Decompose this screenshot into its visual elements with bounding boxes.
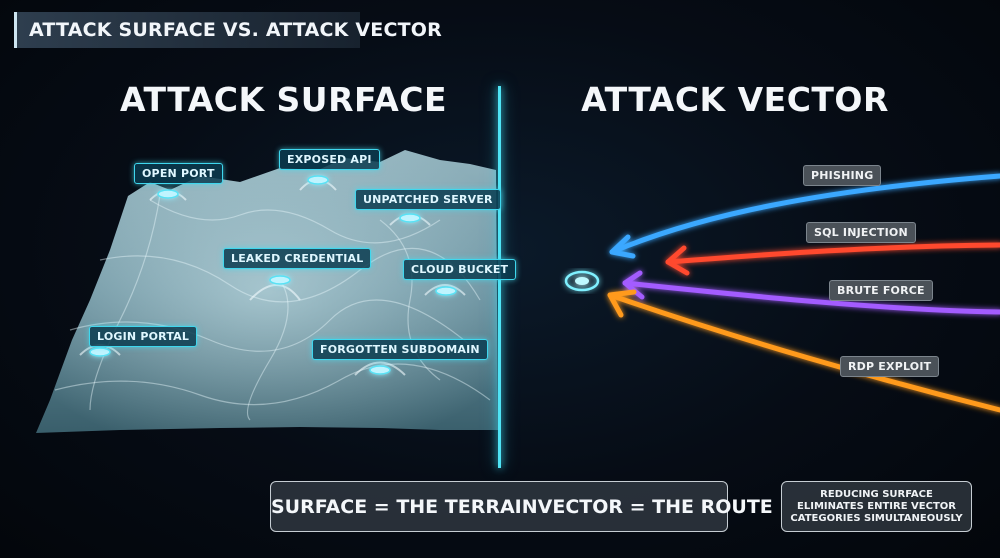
label-unpatched-server: UNPATCHED SERVER — [355, 189, 501, 210]
sql-injection-arrowhead — [665, 245, 690, 276]
summary-box: SURFACE = THE TERRAIN VECTOR = THE ROUTE — [270, 481, 773, 532]
rdp-exploit-arrowhead — [607, 289, 637, 318]
label-leaked-credential: LEAKED CREDENTIAL — [223, 248, 372, 269]
label-phishing: PHISHING — [803, 165, 882, 186]
label-sql-injection: SQL INJECTION — [806, 222, 916, 243]
marker-leaked-credential — [269, 275, 291, 285]
takeaway-note: REDUCING SURFACE ELIMINATES ENTIRE VECTO… — [781, 481, 972, 532]
takeaway-text: REDUCING SURFACE ELIMINATES ENTIRE VECTO… — [790, 488, 963, 524]
page-title: ATTACK SURFACE VS. ATTACK VECTOR — [29, 19, 442, 41]
label-exposed-api: EXPOSED API — [279, 149, 380, 170]
surface-definition: SURFACE = THE TERRAIN — [271, 495, 538, 518]
label-forgotten-subdomain: FORGOTTEN SUBDOMAIN — [312, 339, 488, 360]
surface-markers — [89, 175, 457, 375]
marker-unpatched-server — [399, 213, 421, 223]
label-login-portal: LOGIN PORTAL — [89, 326, 198, 347]
marker-open-port — [157, 189, 179, 199]
brute-force-arrow — [622, 280, 1000, 315]
phishing-arrowhead — [609, 234, 636, 259]
title-bar: ATTACK SURFACE VS. ATTACK VECTOR — [14, 12, 442, 48]
marker-forgotten-subdomain — [369, 365, 391, 375]
label-brute-force: BRUTE FORCE — [829, 280, 933, 301]
vector-arrows — [607, 173, 1000, 413]
marker-login-portal — [89, 347, 111, 357]
attack-vector-heading: ATTACK VECTOR — [581, 80, 889, 119]
terrain-surface — [36, 150, 498, 433]
label-cloud-bucket: CLOUD BUCKET — [403, 259, 517, 280]
rdp-exploit-arrow — [607, 292, 1000, 413]
sql-injection-arrow — [665, 242, 1000, 265]
label-open-port: OPEN PORT — [134, 163, 223, 184]
marker-exposed-api — [307, 175, 329, 185]
phishing-arrow — [609, 173, 1000, 255]
vector-definition: VECTOR = THE ROUTE — [537, 495, 773, 518]
target-node — [564, 270, 600, 292]
marker-cloud-bucket — [435, 286, 457, 296]
label-rdp-exploit: RDP EXPLOIT — [840, 356, 940, 377]
attack-surface-heading: ATTACK SURFACE — [120, 80, 448, 119]
